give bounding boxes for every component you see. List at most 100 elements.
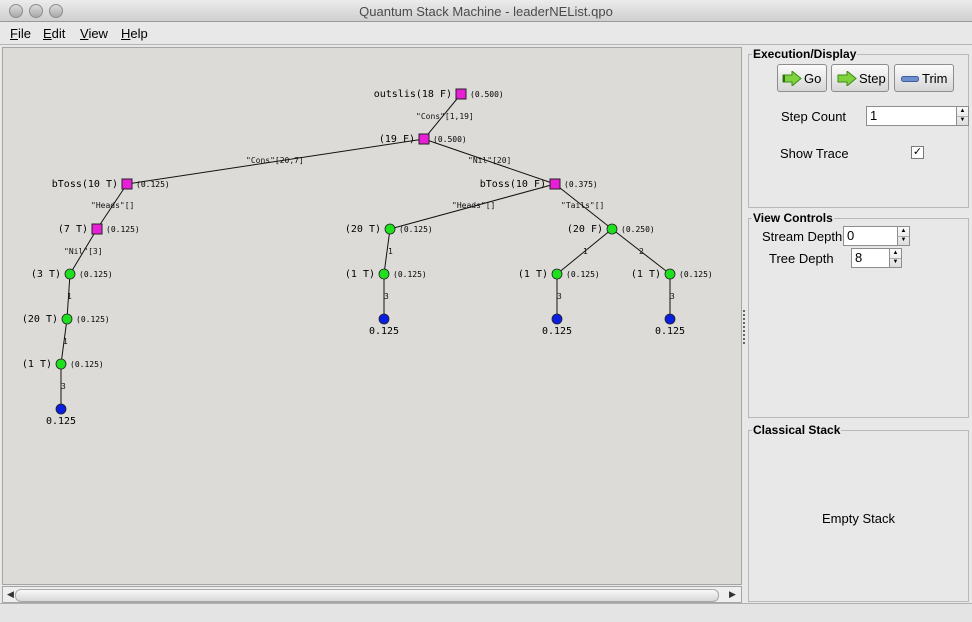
tree-node-square[interactable] bbox=[418, 133, 430, 145]
view-controls-title: View Controls bbox=[752, 211, 834, 225]
step-arrow-icon bbox=[837, 71, 857, 86]
menu-view-mnemonic: V bbox=[80, 26, 89, 41]
show-trace-checkbox[interactable]: ✓ bbox=[911, 146, 924, 159]
menu-view-label: iew bbox=[88, 26, 108, 41]
trim-label: Trim bbox=[922, 71, 948, 86]
stepper-down-icon[interactable]: ▼ bbox=[892, 259, 899, 265]
tree-node-square[interactable] bbox=[549, 178, 561, 190]
tree-leaf-node[interactable] bbox=[664, 313, 676, 325]
minimize-window-button[interactable] bbox=[29, 4, 43, 18]
tree-edge bbox=[611, 228, 671, 275]
go-arrow-icon bbox=[782, 71, 802, 86]
stepper-down-icon[interactable]: ▼ bbox=[900, 237, 907, 243]
tree-node-square[interactable] bbox=[455, 88, 467, 100]
tree-node-circle[interactable] bbox=[664, 268, 676, 280]
tree-depth-field[interactable]: 8 bbox=[851, 248, 890, 268]
edge-label: 1 bbox=[388, 247, 393, 256]
leaf-value: 0.125 bbox=[542, 326, 572, 337]
edge-label: "Tails"[] bbox=[561, 201, 604, 210]
node-label: (20 F) bbox=[567, 224, 603, 235]
go-label: Go bbox=[804, 71, 822, 86]
menu-help-mnemonic: H bbox=[121, 26, 131, 41]
node-probability: (0.125) bbox=[106, 225, 140, 234]
horizontal-scrollbar[interactable]: ◀ ▶ bbox=[2, 586, 742, 603]
stepper-up-icon[interactable]: ▲ bbox=[890, 249, 901, 259]
tree-node-circle[interactable] bbox=[64, 268, 76, 280]
classical-stack-content: Empty Stack bbox=[822, 511, 895, 526]
edge-label: "Heads"[] bbox=[452, 201, 495, 210]
tree-edge bbox=[389, 183, 556, 230]
tree-leaf-node[interactable] bbox=[378, 313, 390, 325]
stepper-down-icon[interactable]: ▼ bbox=[959, 117, 966, 123]
scroll-right-arrow-icon[interactable]: ▶ bbox=[729, 589, 736, 599]
tree-leaf-node[interactable] bbox=[551, 313, 563, 325]
leaf-value: 0.125 bbox=[46, 416, 76, 427]
tree-node-circle[interactable] bbox=[606, 223, 618, 235]
node-label: (1 T) bbox=[518, 269, 548, 280]
edge-label: 3 bbox=[384, 292, 389, 301]
stepper-up-icon[interactable]: ▲ bbox=[898, 227, 909, 237]
step-count-stepper[interactable]: ▲ ▼ bbox=[956, 106, 969, 126]
tree-edge bbox=[126, 138, 425, 185]
edge-label: "Nil"[20] bbox=[468, 156, 511, 165]
edge-label: 1 bbox=[67, 292, 72, 301]
tree-leaf-node[interactable] bbox=[55, 403, 67, 415]
execution-display-title: Execution/Display bbox=[752, 47, 858, 61]
tree-node-square[interactable] bbox=[91, 223, 103, 235]
stream-depth-label: Stream Depth bbox=[762, 229, 843, 244]
zoom-window-button[interactable] bbox=[49, 4, 63, 18]
close-window-button[interactable] bbox=[9, 4, 23, 18]
show-trace-label: Show Trace bbox=[780, 146, 849, 161]
edge-label: 3 bbox=[670, 292, 675, 301]
tree-node-circle[interactable] bbox=[61, 313, 73, 325]
tree-depth-stepper[interactable]: ▲ ▼ bbox=[889, 248, 902, 268]
tree-depth-label: Tree Depth bbox=[769, 251, 834, 266]
menu-help[interactable]: Help bbox=[121, 26, 148, 41]
node-probability: (0.500) bbox=[470, 90, 504, 99]
node-probability: (0.125) bbox=[76, 315, 110, 324]
tree-node-circle[interactable] bbox=[55, 358, 67, 370]
tree-edge bbox=[66, 273, 71, 320]
quantum-stack-tree: "Cons"[1,19]"Cons"[20,7]"Nil"[20]"Heads"… bbox=[22, 88, 713, 427]
edge-label: 3 bbox=[61, 382, 66, 391]
split-pane-divider[interactable] bbox=[743, 310, 746, 346]
node-label: outslis(18 F) bbox=[374, 89, 452, 100]
node-label: (1 T) bbox=[22, 359, 52, 370]
trim-bar-icon bbox=[901, 76, 919, 82]
menu-edit-mnemonic: E bbox=[43, 26, 52, 41]
view-controls-panel: View Controls Stream Depth 0 ▲ ▼ Tree De… bbox=[748, 211, 969, 418]
node-probability: (0.125) bbox=[566, 270, 600, 279]
edge-label: "Cons"[20,7] bbox=[246, 156, 304, 165]
tree-node-circle[interactable] bbox=[384, 223, 396, 235]
tree-node-square[interactable] bbox=[121, 178, 133, 190]
window-title: Quantum Stack Machine - leaderNEList.qpo bbox=[359, 4, 613, 19]
tree-node-circle[interactable] bbox=[378, 268, 390, 280]
step-count-label: Step Count bbox=[781, 109, 847, 124]
scrollbar-thumb[interactable] bbox=[15, 589, 719, 602]
menu-edit-label: dit bbox=[51, 26, 66, 41]
tree-edge bbox=[69, 228, 98, 275]
title-bar: Quantum Stack Machine - leaderNEList.qpo bbox=[0, 0, 972, 22]
go-button[interactable]: Go bbox=[777, 64, 827, 92]
menu-view[interactable]: View bbox=[80, 26, 108, 41]
edge-label: "Nil"[3] bbox=[64, 247, 103, 256]
quantum-stack-canvas[interactable]: "Cons"[1,19]"Cons"[20,7]"Nil"[20]"Heads"… bbox=[2, 47, 742, 585]
node-label: bToss(10 F) bbox=[480, 179, 546, 190]
stream-depth-field[interactable]: 0 bbox=[843, 226, 898, 246]
tree-node-circle[interactable] bbox=[551, 268, 563, 280]
menu-edit[interactable]: Edit bbox=[43, 26, 65, 41]
step-button[interactable]: Step bbox=[831, 64, 889, 92]
node-probability: (0.250) bbox=[621, 225, 655, 234]
edge-label: 3 bbox=[557, 292, 562, 301]
scroll-left-arrow-icon[interactable]: ◀ bbox=[7, 589, 14, 599]
menu-file[interactable]: File bbox=[10, 26, 31, 41]
step-count-field[interactable]: 1 bbox=[866, 106, 957, 126]
leaf-value: 0.125 bbox=[369, 326, 399, 337]
menu-bar: File Edit View Help bbox=[0, 22, 972, 45]
node-label: (19 F) bbox=[379, 134, 415, 145]
edge-label: 1 bbox=[583, 247, 588, 256]
trim-button[interactable]: Trim bbox=[894, 64, 954, 92]
stepper-up-icon[interactable]: ▲ bbox=[957, 107, 968, 117]
stream-depth-stepper[interactable]: ▲ ▼ bbox=[897, 226, 910, 246]
leaf-value: 0.125 bbox=[655, 326, 685, 337]
